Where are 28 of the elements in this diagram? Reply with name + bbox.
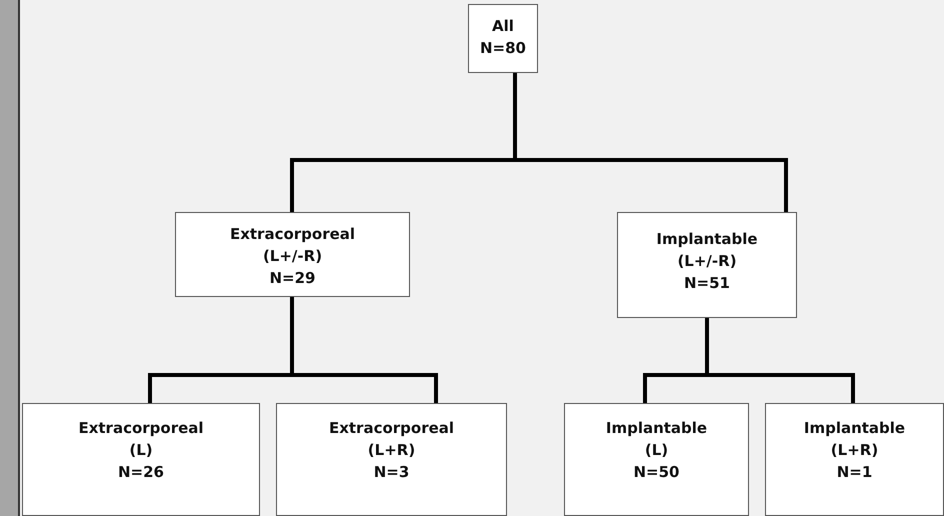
box-label: All (492, 16, 514, 37)
box-label: (L+/-R) (262, 246, 322, 267)
tree-box (175, 212, 410, 297)
tree-box (468, 4, 538, 73)
tree-box (22, 403, 260, 516)
tree-box (617, 212, 797, 318)
box-label: (L) (644, 440, 668, 461)
box-label: N=51 (684, 273, 730, 294)
box-label: (L+R) (830, 440, 878, 461)
box-label: Extracorporeal (78, 418, 204, 439)
tree-box (276, 403, 507, 516)
box-label: N=3 (374, 462, 410, 483)
box-label: N=26 (118, 462, 164, 483)
box-label: N=50 (634, 462, 680, 483)
box-label: Implantable (606, 418, 708, 439)
box-label: (L+/-R) (677, 251, 737, 272)
box-label: N=1 (836, 462, 872, 483)
box-label: Extracorporeal (230, 224, 356, 245)
box-label: (L+R) (368, 440, 416, 461)
box-label: N=29 (270, 268, 316, 289)
box-label: Implantable (656, 229, 758, 250)
box-label: N=80 (480, 38, 526, 59)
tree-box (765, 403, 944, 516)
box-label: Extracorporeal (328, 418, 454, 439)
connector-line (513, 73, 788, 212)
tree-box (564, 403, 749, 516)
box-label: Implantable (804, 418, 906, 439)
box-label: (L) (129, 440, 153, 461)
